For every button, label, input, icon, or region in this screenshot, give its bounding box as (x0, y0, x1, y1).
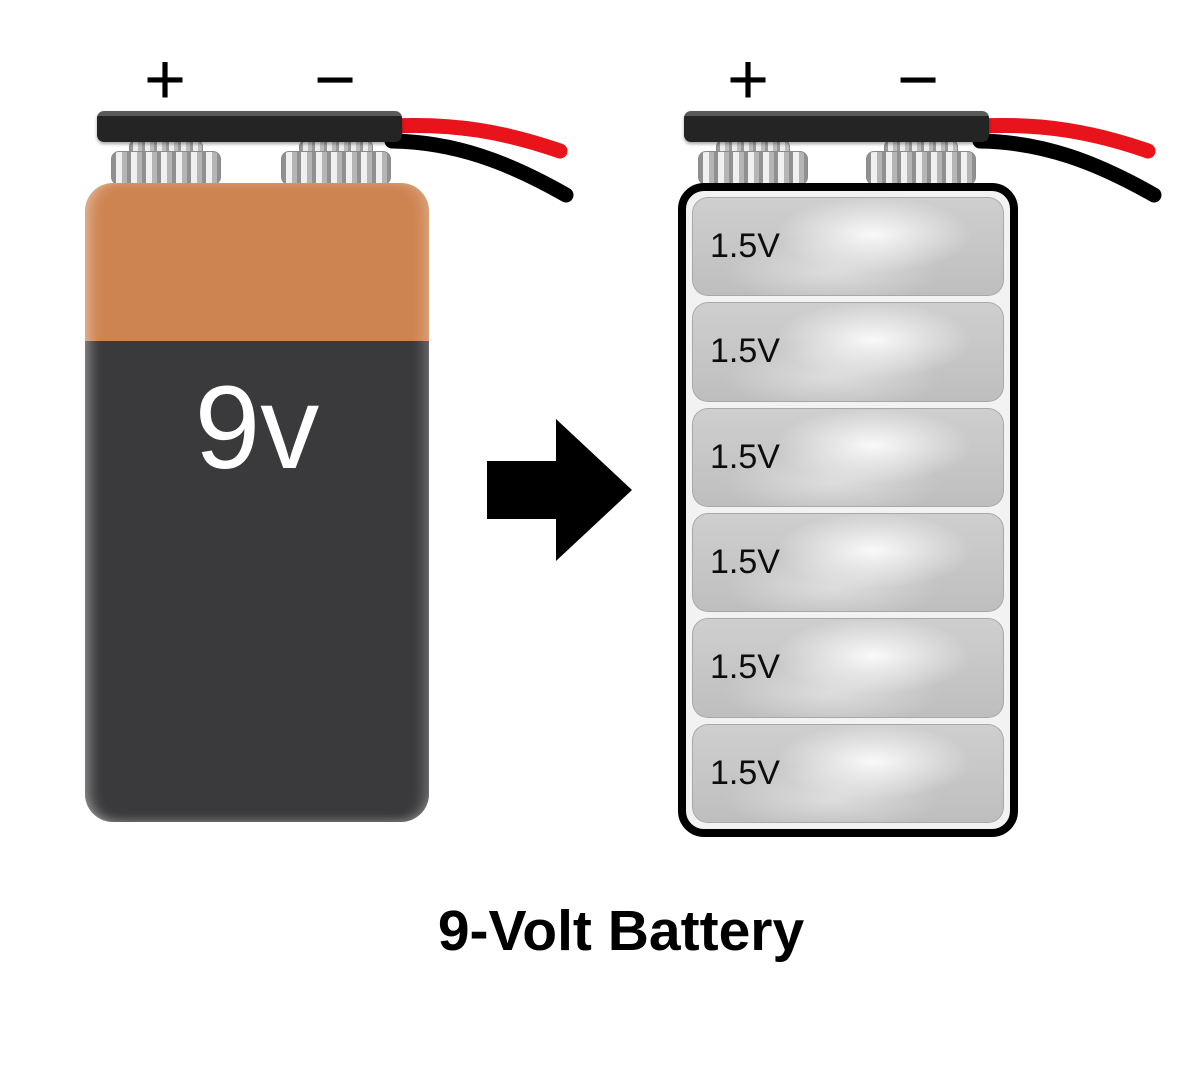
cell-voltage-label: 1.5V (710, 648, 780, 687)
left-black-wire (384, 133, 574, 203)
left-battery-cap (97, 111, 402, 142)
right-battery-cap (684, 111, 989, 142)
battery-cell: 1.5V (692, 407, 1004, 507)
left-positive-sign: + (143, 40, 187, 120)
battery-cell: 1.5V (692, 197, 1004, 297)
right-negative-sign: − (896, 40, 940, 120)
arrow-right-icon (487, 419, 632, 561)
right-positive-sign: + (726, 40, 770, 120)
left-battery-body (85, 183, 429, 822)
battery-cell: 1.5V (692, 512, 1004, 613)
left-terminal-negative-base-icon (281, 151, 391, 185)
left-red-wire (384, 117, 568, 159)
left-negative-sign: − (313, 40, 357, 120)
right-red-wire (972, 117, 1156, 159)
left-terminal-positive-base-icon (111, 151, 221, 185)
right-battery-body: 1.5V 1.5V 1.5V 1.5V 1.5V 1.5V (678, 183, 1018, 837)
cell-voltage-label: 1.5V (710, 437, 780, 476)
cell-voltage-label: 1.5V (710, 753, 780, 792)
battery-cell: 1.5V (692, 618, 1004, 718)
right-terminal-positive-base-icon (698, 151, 808, 185)
battery-cell: 1.5V (692, 302, 1004, 402)
cell-voltage-label: 1.5V (710, 227, 780, 266)
cell-voltage-label: 1.5V (710, 543, 780, 582)
cell-voltage-label: 1.5V (710, 332, 780, 371)
battery-cell: 1.5V (692, 723, 1004, 823)
left-battery-voltage-label: 9v (194, 362, 320, 494)
diagram-title: 9-Volt Battery (437, 899, 805, 963)
right-terminal-negative-base-icon (866, 151, 976, 185)
